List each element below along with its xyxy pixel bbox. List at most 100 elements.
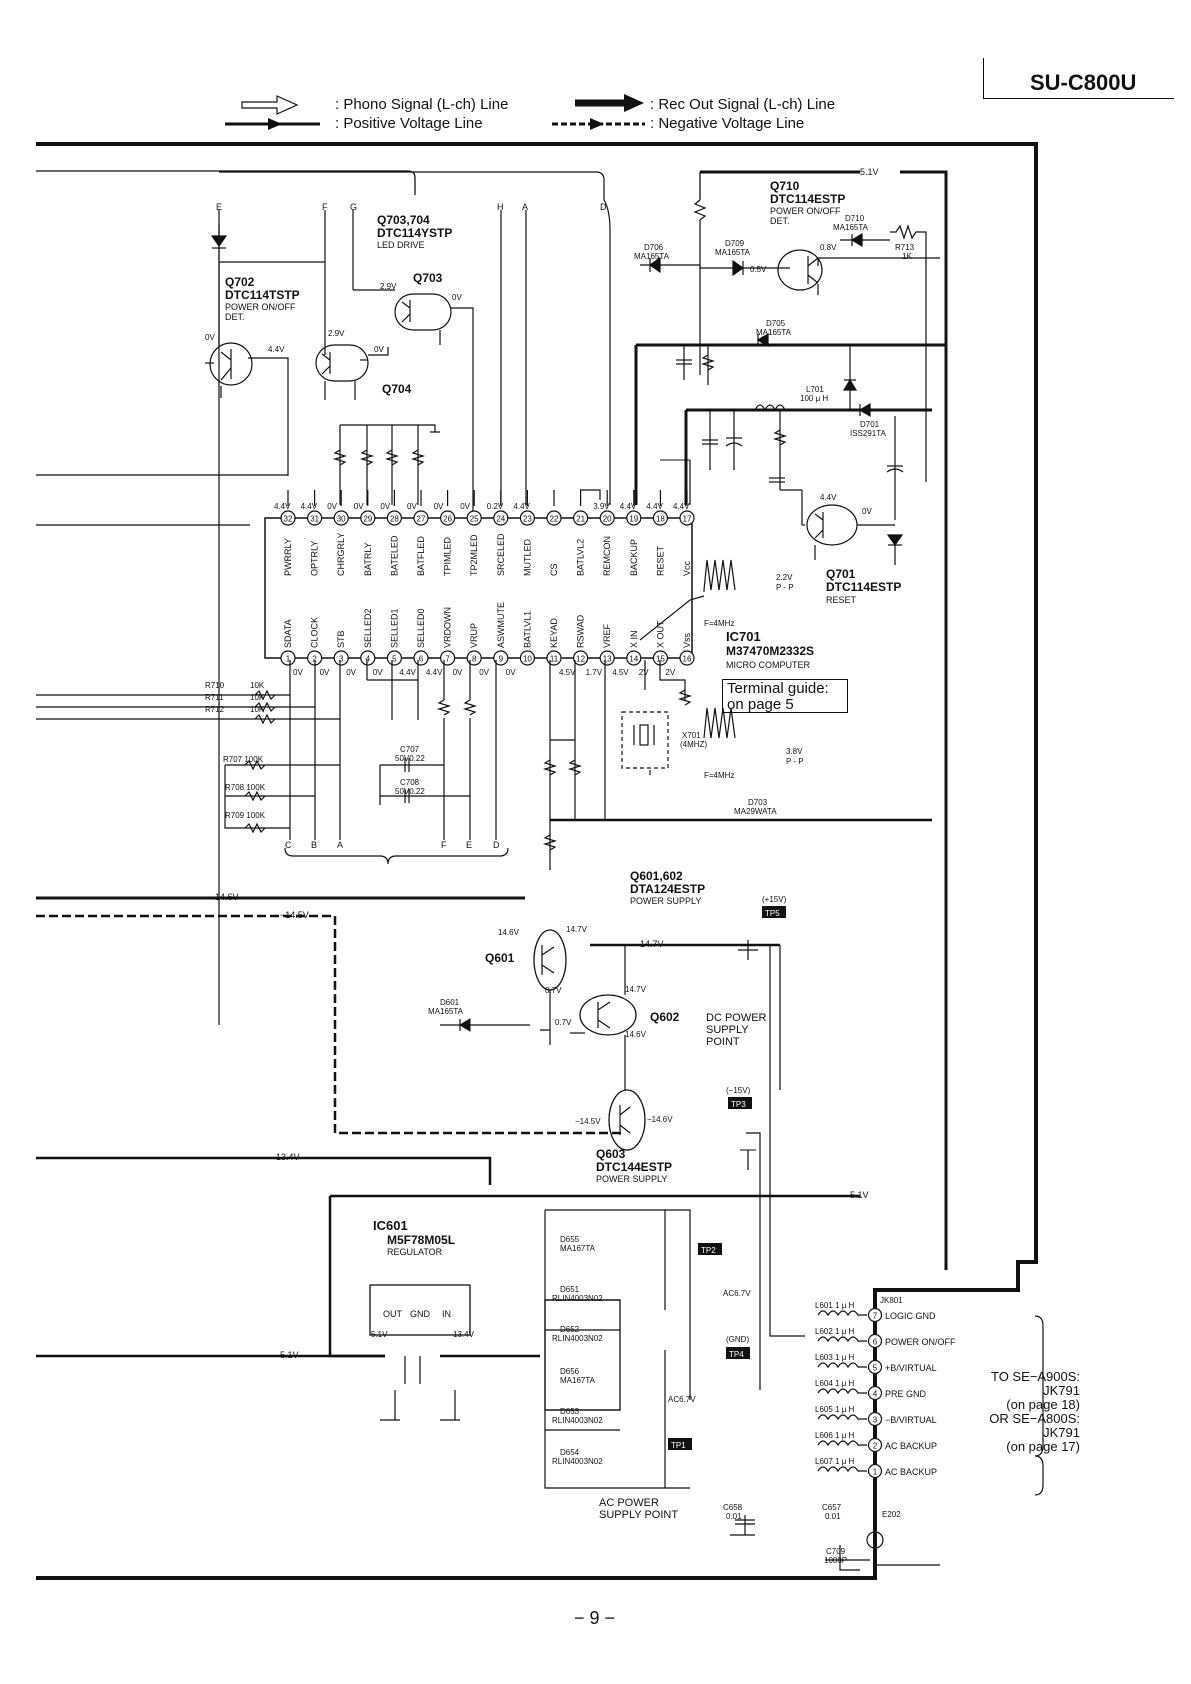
wave-bot-f: F=4MHz: [704, 771, 734, 780]
q701-ref: Q701: [826, 567, 856, 581]
q710-desc2: DET.: [770, 216, 790, 226]
jk801-pin-3: [867, 1411, 883, 1427]
c658-value: 0.01: [726, 1512, 742, 1521]
ic701-pin-num-7: 7: [445, 655, 450, 664]
ac-point-2: SUPPLY POINT: [599, 1509, 678, 1521]
ic701-pin-name-5: SELLED1: [389, 608, 399, 648]
q601-602-ref: Q601,602: [630, 869, 683, 883]
q702-area: [205, 225, 325, 476]
ic701-pin-5: [386, 650, 402, 666]
ic701-pin-num-9: 9: [499, 655, 504, 664]
terminal-guide-line1: Terminal guide:: [727, 680, 829, 697]
ic701-pin-name-18: RESET: [655, 545, 665, 576]
l701-value: 100 μ H: [800, 394, 828, 403]
ic701-pin-name-21: BATLVL2: [576, 539, 586, 576]
v-q702-c: 4.4V: [268, 345, 285, 354]
v-q602-e: 14.7V: [625, 985, 647, 994]
jk801-pin-label-3: −B/VIRTUAL: [885, 1415, 937, 1425]
ic701-pin-num-16: 16: [683, 655, 692, 664]
q704-ref: Q704: [382, 382, 412, 396]
d653-part: RLIN4003N02: [552, 1416, 603, 1425]
labels: Q710 DTC114ESTP POWER ON/OFF DET. Q703,7…: [205, 167, 915, 1565]
c708-value: 50V0.22: [395, 787, 425, 796]
jk801-pin-4: [867, 1385, 883, 1401]
ic701-pin-3: [333, 650, 349, 666]
c707-label: C707: [400, 745, 420, 754]
v-q704-c: 0V: [374, 345, 384, 354]
d652-label: D652: [560, 1325, 580, 1334]
v-rail-51-bot: 5.1V: [280, 1350, 299, 1360]
ic701-pin-name-1: SDATA: [283, 619, 293, 648]
jk801-coil-5: [817, 1362, 867, 1369]
tp1-label: TP1: [671, 1441, 686, 1450]
tp4-voltage: (GND): [726, 1335, 749, 1344]
target-line-4: OR SE−A800S:: [989, 1411, 1080, 1426]
x701-label: X701: [682, 731, 701, 740]
v-rail-147: 14.7V: [640, 939, 664, 949]
tp5-voltage: (+15V): [762, 895, 787, 904]
jk801-coil-4: [817, 1388, 867, 1395]
wave-bot-pp: P - P: [786, 757, 804, 766]
d651-label: D651: [560, 1285, 580, 1294]
v-ic601-out: 5.1V: [371, 1330, 388, 1339]
ic701-pin-num-1: 1: [286, 655, 291, 664]
jk801-coil-1: [817, 1466, 867, 1473]
q603-part: DTC144ESTP: [596, 1160, 672, 1174]
q710-ref: Q710: [770, 179, 800, 193]
jk801-pin-num-3: 3: [873, 1416, 878, 1425]
power-supply: [36, 896, 860, 1536]
d654-part: RLIN4003N02: [552, 1457, 603, 1466]
jk801-pin-label-6: POWER ON/OFF: [885, 1337, 956, 1347]
letter-e-bot: E: [466, 840, 472, 850]
ic701-pin-name-15: X OUT: [655, 620, 665, 648]
v-q601-c: 14.7V: [566, 925, 588, 934]
q702-desc1: POWER ON/OFF: [225, 302, 296, 312]
ic701-pin-name-11: KEYAD: [549, 618, 559, 648]
jk801-pin-num-6: 6: [873, 1338, 878, 1347]
jk801-coil-label-4: L604 1 μ H: [815, 1379, 855, 1388]
r711-label: R711: [205, 693, 224, 702]
tp3-voltage: (−15V): [726, 1086, 751, 1095]
ic701-pin-name-24: SRCELED: [496, 533, 506, 576]
pullup-resistors: [332, 424, 601, 505]
ic701-pin-name-26: TPIMLED: [443, 536, 453, 576]
jk801-coil-label-7: L601 1 μ H: [815, 1301, 855, 1310]
jk801-coil-label-6: L602 1 μ H: [815, 1327, 855, 1336]
top-bus-wires: [36, 171, 611, 1025]
target-line-5: JK791: [1043, 1425, 1080, 1440]
ic601-part: M5F78M05L: [387, 1233, 455, 1247]
v-q703-b: 2.9V: [380, 282, 397, 291]
c707-value: 50V0.22: [395, 754, 425, 763]
ic701-pin-name-31: OPTRLY: [310, 541, 320, 576]
l701-label: L701: [806, 385, 824, 394]
ic701-pin-volt-18: 4.4V: [646, 502, 663, 511]
d705-part: MA165TA: [756, 328, 792, 337]
q602-ref: Q602: [650, 1010, 680, 1024]
jk801-pin-6: [867, 1333, 883, 1349]
ic701-pin-volt-12: 1.7V: [586, 668, 603, 677]
ic701-pin-volt-19: 4.4V: [620, 502, 637, 511]
dc-point-2: SUPPLY: [706, 1024, 749, 1036]
ic701-pin-volt-7: 0V: [453, 668, 463, 677]
ic701-pin-volt-28: 0V: [380, 502, 390, 511]
ic701-pin-28: [386, 510, 402, 526]
ic701-pin-32: [280, 510, 296, 526]
q601-ref: Q601: [485, 951, 515, 965]
ic701-pin-name-16: Vss: [682, 632, 692, 648]
d656-label: D656: [560, 1367, 580, 1376]
jk801-coil-label-5: L603 1 μ H: [815, 1353, 855, 1362]
d655-label: D655: [560, 1235, 580, 1244]
ic701-pin-num-20: 20: [603, 515, 612, 524]
v-q701-b: 4.4V: [820, 493, 837, 502]
ic701-pin-8: [466, 650, 482, 666]
d703-part: MA29WATA: [734, 807, 777, 816]
letter-g-top: G: [350, 202, 357, 212]
v-q703-c: 0V: [452, 293, 462, 302]
r710-value: 10K: [250, 681, 265, 690]
target-line-1: TO SE−A900S:: [990, 1369, 1080, 1384]
q710-desc1: POWER ON/OFF: [770, 206, 841, 216]
d710-label: D710: [845, 214, 865, 223]
ic701-pin-name-9: ASWMUTE: [496, 602, 506, 648]
vcc-rail: [634, 343, 948, 1270]
r711-value: 10K: [250, 693, 265, 702]
